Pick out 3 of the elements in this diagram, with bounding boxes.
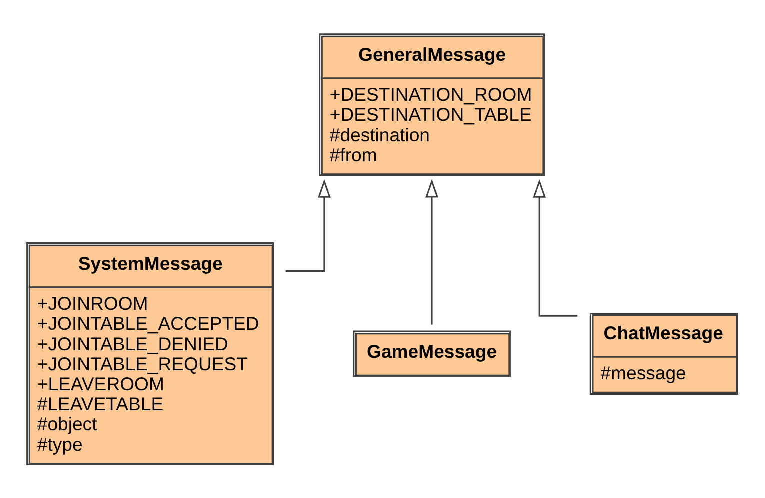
arrow: [533, 178, 578, 316]
arrow: [286, 178, 331, 272]
arrow: [426, 178, 439, 324]
